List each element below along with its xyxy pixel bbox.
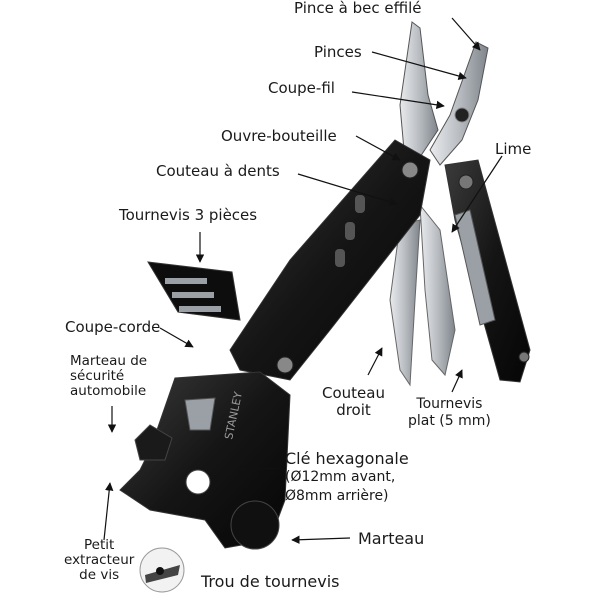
file-handle <box>444 159 531 383</box>
label-marteau: Marteau <box>358 529 425 548</box>
label-coupe-fil: Coupe-fil <box>268 79 335 97</box>
label-line: automobile <box>70 383 147 399</box>
label-pince-bec-effile: Pince à bec effilé <box>294 0 422 17</box>
label-line: (Ø12mm avant, <box>285 469 396 485</box>
label-tournevis-3-pieces: Tournevis 3 pièces <box>119 206 258 224</box>
label-ouvre-bouteille: Ouvre-bouteille <box>221 127 337 145</box>
label-line: extracteur <box>64 552 135 568</box>
leader-arrows <box>103 17 503 544</box>
screwdriver-bits <box>147 261 241 321</box>
label-petit-extracteur: Petit extracteur de vis <box>64 538 134 583</box>
label-cle-hexagonale: Clé hexagonale (Ø12mm avant, Ø8mm arrièr… <box>285 449 409 506</box>
label-trou-de-tournevis: Trou de tournevis <box>201 572 340 591</box>
label-tournevis-plat: Tournevis plat (5 mm) <box>408 396 491 430</box>
label-line: plat (5 mm) <box>408 413 491 429</box>
label-line: Couteau <box>322 384 385 402</box>
blades <box>389 203 456 387</box>
label-line: de vis <box>79 567 120 583</box>
label-line: Tournevis <box>416 396 483 412</box>
label-line: Marteau de <box>70 353 148 369</box>
main-handle <box>229 139 431 381</box>
label-line: droit <box>336 401 371 419</box>
label-line: sécurité <box>70 368 125 384</box>
label-pinces: Pinces <box>314 43 362 61</box>
label-couteau-droit: Couteau droit <box>322 385 385 419</box>
label-line: Petit <box>84 537 115 553</box>
label-coupe-corde: Coupe-corde <box>65 318 161 336</box>
pliers-jaws <box>399 21 489 166</box>
screwdriver-hole-inset <box>139 547 185 593</box>
label-marteau-securite: Marteau de sécurité automobile <box>70 354 147 399</box>
label-lime: Lime <box>495 140 532 158</box>
label-line: Ø8mm arrière) <box>285 488 389 504</box>
label-line: Clé hexagonale <box>285 449 409 468</box>
hammer-head: STANLEY <box>119 371 291 550</box>
label-couteau-a-dents: Couteau à dents <box>156 162 280 180</box>
